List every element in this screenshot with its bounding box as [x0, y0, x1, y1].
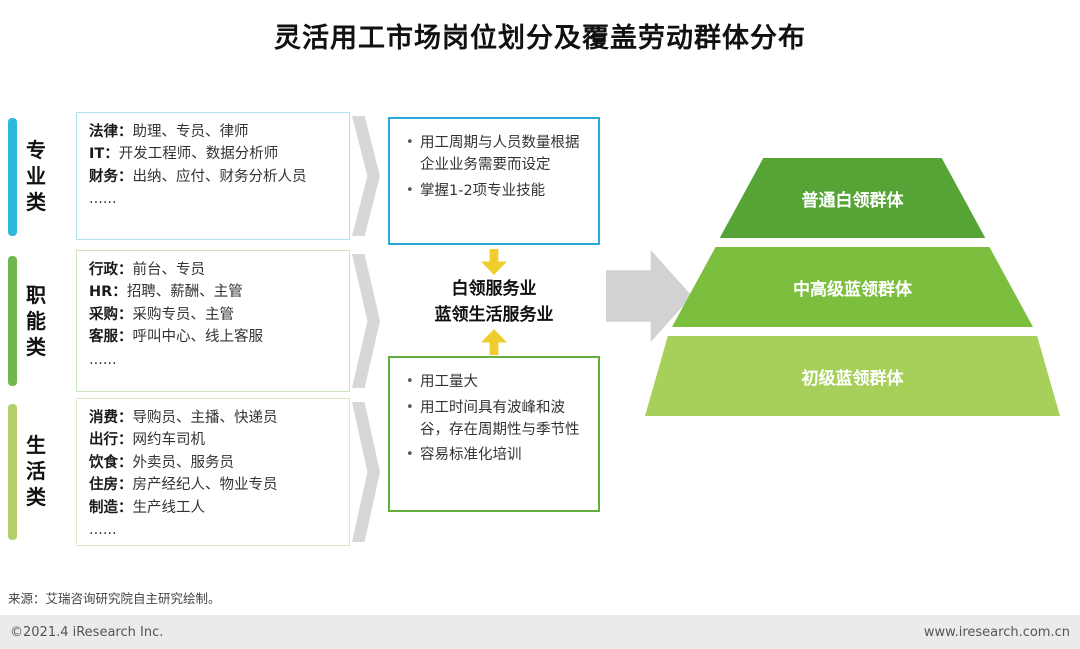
service-sector-label: 白领服务业 蓝领生活服务业	[434, 279, 554, 325]
job-line: 客服：呼叫中心、线上客服	[89, 329, 263, 346]
footer-bar: ©2021.4 iResearch Inc. www.iresearch.com…	[0, 615, 1080, 649]
job-line: 行政：前台、专员	[89, 262, 205, 278]
chevron-arrow-icon	[352, 254, 380, 388]
blue-collar-characteristics-box: 用工量大 用工时间具有波峰和波谷，存在周期性与季节性 容易标准化培训	[388, 356, 600, 512]
job-line: ......	[89, 351, 117, 368]
category-label-professional: 专业类	[26, 138, 46, 214]
labor-group-pyramid: 普通白领群体 中高级蓝领群体 初级蓝领群体	[645, 158, 1060, 418]
arrow-down-icon	[481, 249, 507, 275]
category-label-life: 生活类	[26, 433, 46, 509]
pyramid-level-label: 普通白领群体	[801, 190, 904, 211]
job-box-functional: 行政：前台、专员 HR：招聘、薪酬、主管 采购：采购专员、主管 客服：呼叫中心、…	[76, 250, 350, 392]
arrow-up-icon	[481, 329, 507, 355]
chevron-arrow-icon	[352, 116, 380, 236]
bullet-item: 掌握1-2项专业技能	[404, 181, 588, 203]
job-line: 财务：出纳、应付、财务分析人员	[89, 168, 307, 185]
pyramid-level-label: 初级蓝领群体	[801, 368, 904, 389]
job-line: IT：开发工程师、数据分析师	[89, 146, 279, 163]
job-box-life: 消费：导购员、主播、快递员 出行：网约车司机 饮食：外卖员、服务员 住房：房产经…	[76, 398, 350, 546]
copyright-text: ©2021.4 iResearch Inc.	[10, 624, 164, 640]
bullet-item: 用工周期与人员数量根据企业业务需要而设定	[404, 133, 588, 177]
page-title: 灵活用工市场岗位划分及覆盖劳动群体分布	[274, 23, 806, 54]
job-line: 饮食：外卖员、服务员	[89, 454, 234, 471]
bullet-item: 容易标准化培训	[404, 445, 588, 467]
category-bar-life	[8, 404, 17, 540]
job-line: ......	[89, 191, 117, 208]
job-line: 采购：采购专员、主管	[89, 306, 234, 323]
chevron-arrow-icon	[352, 402, 380, 542]
category-bar-functional	[8, 256, 17, 386]
category-label-functional: 职能类	[26, 283, 46, 359]
pyramid-level-label: 中高级蓝领群体	[793, 279, 912, 300]
job-line: 消费：导购员、主播、快递员	[89, 410, 278, 426]
white-collar-requirements-box: 用工周期与人员数量根据企业业务需要而设定 掌握1-2项专业技能	[388, 117, 600, 245]
pyramid-level-junior-blue-collar: 初级蓝领群体	[645, 336, 1060, 416]
job-line: 出行：网约车司机	[89, 432, 205, 449]
job-line: 法律：助理、专员、律师	[89, 124, 249, 140]
source-note: 来源：艾瑞咨询研究院自主研究绘制。	[8, 591, 221, 606]
job-line: 制造：生产线工人	[89, 499, 205, 516]
job-line: HR：招聘、薪酬、主管	[89, 284, 243, 301]
pyramid-level-mid-blue-collar: 中高级蓝领群体	[671, 247, 1034, 327]
job-box-professional: 法律：助理、专员、律师 IT：开发工程师、数据分析师 财务：出纳、应付、财务分析…	[76, 112, 350, 240]
job-line: ......	[89, 522, 117, 539]
pyramid-level-white-collar: 普通白领群体	[719, 158, 986, 238]
bullet-item: 用工时间具有波峰和波谷，存在周期性与季节性	[404, 398, 588, 442]
job-line: 住房：房产经纪人、物业专员	[89, 477, 278, 494]
website-url: www.iresearch.com.cn	[923, 624, 1070, 640]
bullet-item: 用工量大	[404, 372, 588, 394]
category-bar-professional	[8, 118, 17, 236]
